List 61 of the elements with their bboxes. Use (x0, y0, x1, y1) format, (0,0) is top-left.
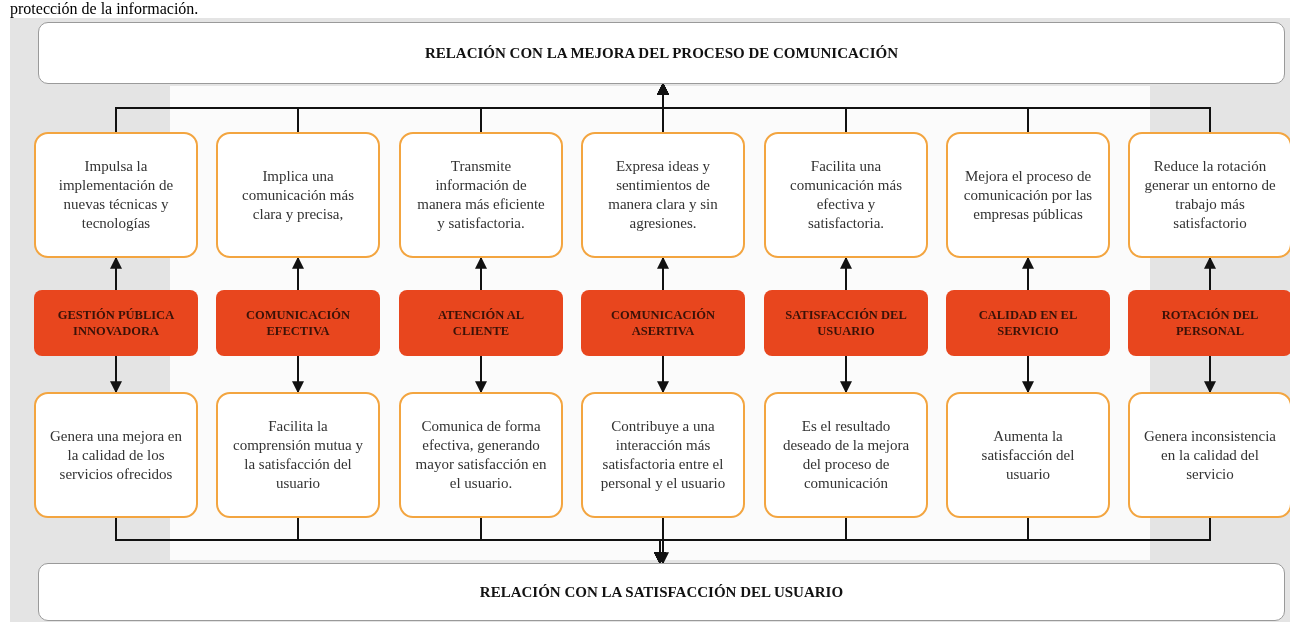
arrow (840, 256, 852, 291)
description-text: Facilita la comprensión mutua y la satisfacción del usuario (232, 417, 364, 493)
arrow (654, 517, 1211, 565)
description-text: Contribuye a una interacción más satisfactoria entre el personal y el usuario (599, 417, 727, 493)
description-text: Genera inconsistencia en la calidad del servicio (1143, 426, 1277, 484)
arrow (657, 355, 669, 394)
concept-text: COMUNICACIÓN ASERTIVA (609, 307, 717, 339)
concept-text: ATENCIÓN AL CLIENTE (436, 307, 526, 339)
arrow (840, 355, 852, 394)
concept-text: COMUNICACIÓN EFECTIVA (244, 307, 352, 339)
arrow (1022, 355, 1034, 394)
description-text: Comunica de forma efectiva, generando mayor satisfacción en el usuario. (414, 417, 548, 493)
description-box (216, 132, 380, 258)
arrow (292, 256, 304, 291)
heading-text: RELACIÓN CON LA MEJORA DEL PROCESO DE COMUNICACIÓN (425, 44, 898, 62)
concept-box (216, 290, 380, 356)
arrow (475, 355, 487, 394)
arrow (1022, 256, 1034, 291)
description-box (946, 392, 1110, 518)
description-box (1128, 132, 1290, 258)
description-box (764, 392, 928, 518)
header-box (38, 22, 1285, 84)
description-box (764, 132, 928, 258)
description-text: Reduce la rotación generar un entorno de trabajo más satisfactorio (1143, 157, 1277, 233)
description-box (34, 392, 198, 518)
concept-box (946, 290, 1110, 356)
concept-box (34, 290, 198, 356)
arrow (110, 355, 122, 394)
description-text: Impulsa la implementación de nuevas técnicas y tecnologías (57, 157, 175, 233)
description-text: Aumenta la satisfacción del usuario (980, 426, 1076, 484)
concept-text: CALIDAD EN EL SERVICIO (977, 307, 1079, 339)
concept-text: SATISFACCIÓN DEL USUARIO (784, 307, 908, 339)
concept-text: ROTACIÓN DEL PERSONAL (1160, 307, 1260, 339)
concept-text: GESTIÓN PÚBLICA INNOVADORA (56, 307, 176, 339)
description-box (399, 392, 563, 518)
arrow (1204, 256, 1216, 291)
arrow (1204, 355, 1216, 394)
arrow (657, 256, 669, 291)
description-box (946, 132, 1110, 258)
description-box (581, 132, 745, 258)
description-box (216, 392, 380, 518)
description-box (399, 132, 563, 258)
concept-box (1128, 290, 1290, 356)
concept-box (581, 290, 745, 356)
description-text: Genera una mejora en la calidad de los servicios ofrecidos (49, 426, 183, 484)
description-box (34, 132, 198, 258)
description-text: Facilita una comunicación más efectiva y satisfactoria. (788, 157, 903, 233)
description-text: Transmite información de manera más eficiente y satisfactoria. (416, 157, 546, 233)
arrow (475, 256, 487, 291)
description-text: Es el resultado deseado de la mejora del proceso de comunicación (781, 417, 911, 493)
arrow (110, 256, 122, 291)
header-box (38, 563, 1285, 621)
description-box (1128, 392, 1290, 518)
arrow (292, 355, 304, 394)
description-text: Mejora el proceso de comunicación por las empresas públicas (962, 166, 1094, 224)
concept-box (399, 290, 563, 356)
concept-box (764, 290, 928, 356)
description-text: Implica una comunicación más clara y precisa, (240, 166, 355, 224)
heading-text: RELACIÓN CON LA SATISFACCIÓN DEL USUARIO (479, 583, 844, 601)
description-box (581, 392, 745, 518)
description-text: Expresa ideas y sentimientos de manera clara y sin agresiones. (607, 157, 719, 233)
